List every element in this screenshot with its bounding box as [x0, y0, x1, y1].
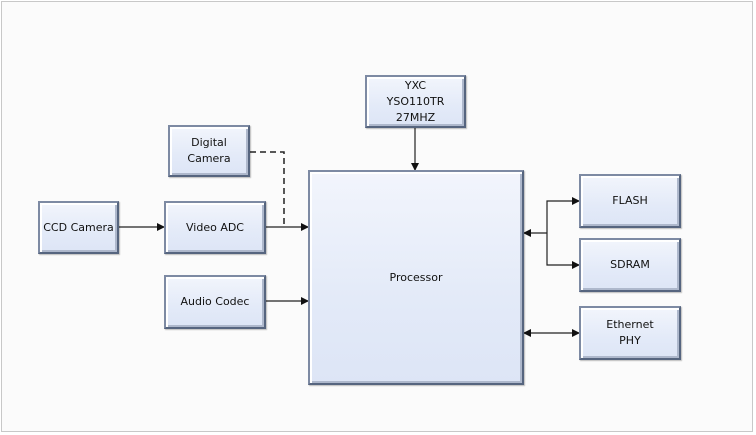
video-adc-label: Video ADC: [186, 220, 244, 234]
ccd-camera-label: CCD Camera: [43, 220, 114, 234]
digital-camera-block[interactable]: Digital Camera: [168, 125, 250, 177]
flash-label: FLASH: [612, 194, 648, 207]
digital-camera-label: Digital Camera: [187, 136, 231, 165]
oscillator-block[interactable]: YXC YSO110TR 27MHZ: [365, 75, 466, 128]
sdram-block[interactable]: SDRAM: [579, 238, 681, 292]
sdram-label: SDRAM: [610, 258, 650, 271]
oscillator-label: YXC YSO110TR 27MHZ: [386, 78, 445, 124]
wire-digitalcamera-processor: [250, 151, 285, 227]
ethernet-phy-label: Ethernet PHY: [606, 318, 654, 347]
wire-bus-flash: [546, 197, 580, 233]
flash-block[interactable]: FLASH: [579, 174, 681, 228]
processor-block[interactable]: Processor: [308, 170, 524, 385]
processor-label: Processor: [389, 270, 443, 284]
audio-codec-block[interactable]: Audio Codec: [164, 275, 266, 329]
audio-codec-label: Audio Codec: [180, 295, 250, 308]
ethernet-phy-block[interactable]: Ethernet PHY: [579, 306, 681, 360]
video-adc-block[interactable]: Video ADC: [164, 201, 266, 254]
ccd-camera-block[interactable]: CCD Camera: [38, 201, 119, 254]
wire-bus-sdram: [546, 233, 580, 269]
